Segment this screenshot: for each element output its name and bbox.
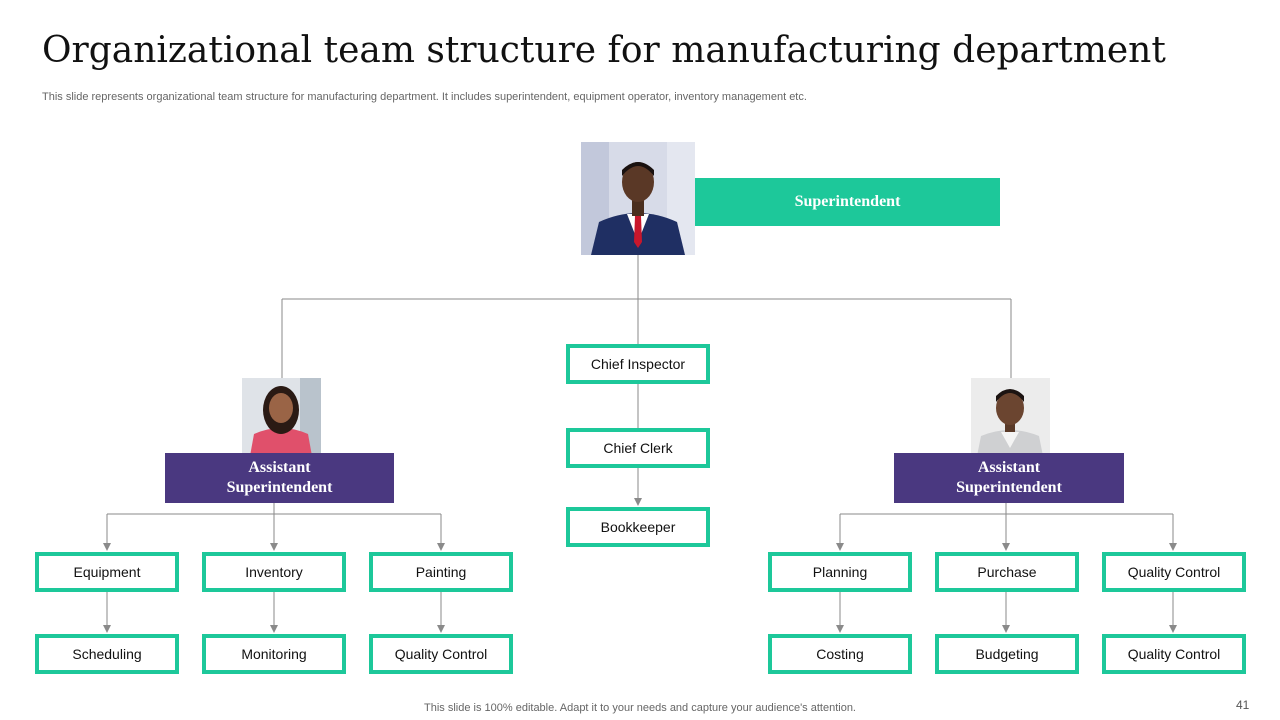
left-assistant-label: Assistant Superintendent xyxy=(226,459,333,496)
left-assistant-photo xyxy=(242,378,321,456)
left-quality-control-label: Quality Control xyxy=(373,638,509,670)
monitoring-label: Monitoring xyxy=(206,638,342,670)
left-assistant-banner: Assistant Superintendent xyxy=(165,453,394,503)
right-assistant-label: Assistant Superintendent xyxy=(956,459,1062,496)
planning-box: Planning xyxy=(768,552,912,592)
purchase-label: Purchase xyxy=(939,556,1075,588)
chief-inspector-box: Chief Inspector xyxy=(566,344,710,384)
right-quality-control-top-box: Quality Control xyxy=(1102,552,1246,592)
chief-clerk-label: Chief Clerk xyxy=(570,432,706,464)
planning-label: Planning xyxy=(772,556,908,588)
painting-box: Painting xyxy=(369,552,513,592)
page-number: 41 xyxy=(1236,698,1250,712)
purchase-box: Purchase xyxy=(935,552,1079,592)
right-quality-control-bottom-label: Quality Control xyxy=(1106,638,1242,670)
scheduling-box: Scheduling xyxy=(35,634,179,674)
inventory-label: Inventory xyxy=(206,556,342,588)
bookkeeper-label: Bookkeeper xyxy=(570,511,706,543)
budgeting-label: Budgeting xyxy=(939,638,1075,670)
bookkeeper-box: Bookkeeper xyxy=(566,507,710,547)
page-title: Organizational team structure for manufa… xyxy=(42,30,1166,71)
equipment-label: Equipment xyxy=(39,556,175,588)
equipment-box: Equipment xyxy=(35,552,179,592)
superintendent-photo xyxy=(581,142,695,255)
scheduling-label: Scheduling xyxy=(39,638,175,670)
superintendent-banner: Superintendent xyxy=(695,178,1000,226)
footer-note: This slide is 100% editable. Adapt it to… xyxy=(424,702,856,714)
monitoring-box: Monitoring xyxy=(202,634,346,674)
chief-clerk-box: Chief Clerk xyxy=(566,428,710,468)
right-assistant-photo xyxy=(971,378,1050,456)
left-quality-control-box: Quality Control xyxy=(369,634,513,674)
right-quality-control-bottom-box: Quality Control xyxy=(1102,634,1246,674)
page-subtitle: This slide represents organizational tea… xyxy=(42,91,807,103)
painting-label: Painting xyxy=(373,556,509,588)
inventory-box: Inventory xyxy=(202,552,346,592)
right-assistant-banner: Assistant Superintendent xyxy=(894,453,1124,503)
costing-label: Costing xyxy=(772,638,908,670)
right-quality-control-top-label: Quality Control xyxy=(1106,556,1242,588)
chief-inspector-label: Chief Inspector xyxy=(570,348,706,380)
budgeting-box: Budgeting xyxy=(935,634,1079,674)
superintendent-label: Superintendent xyxy=(794,193,901,210)
costing-box: Costing xyxy=(768,634,912,674)
